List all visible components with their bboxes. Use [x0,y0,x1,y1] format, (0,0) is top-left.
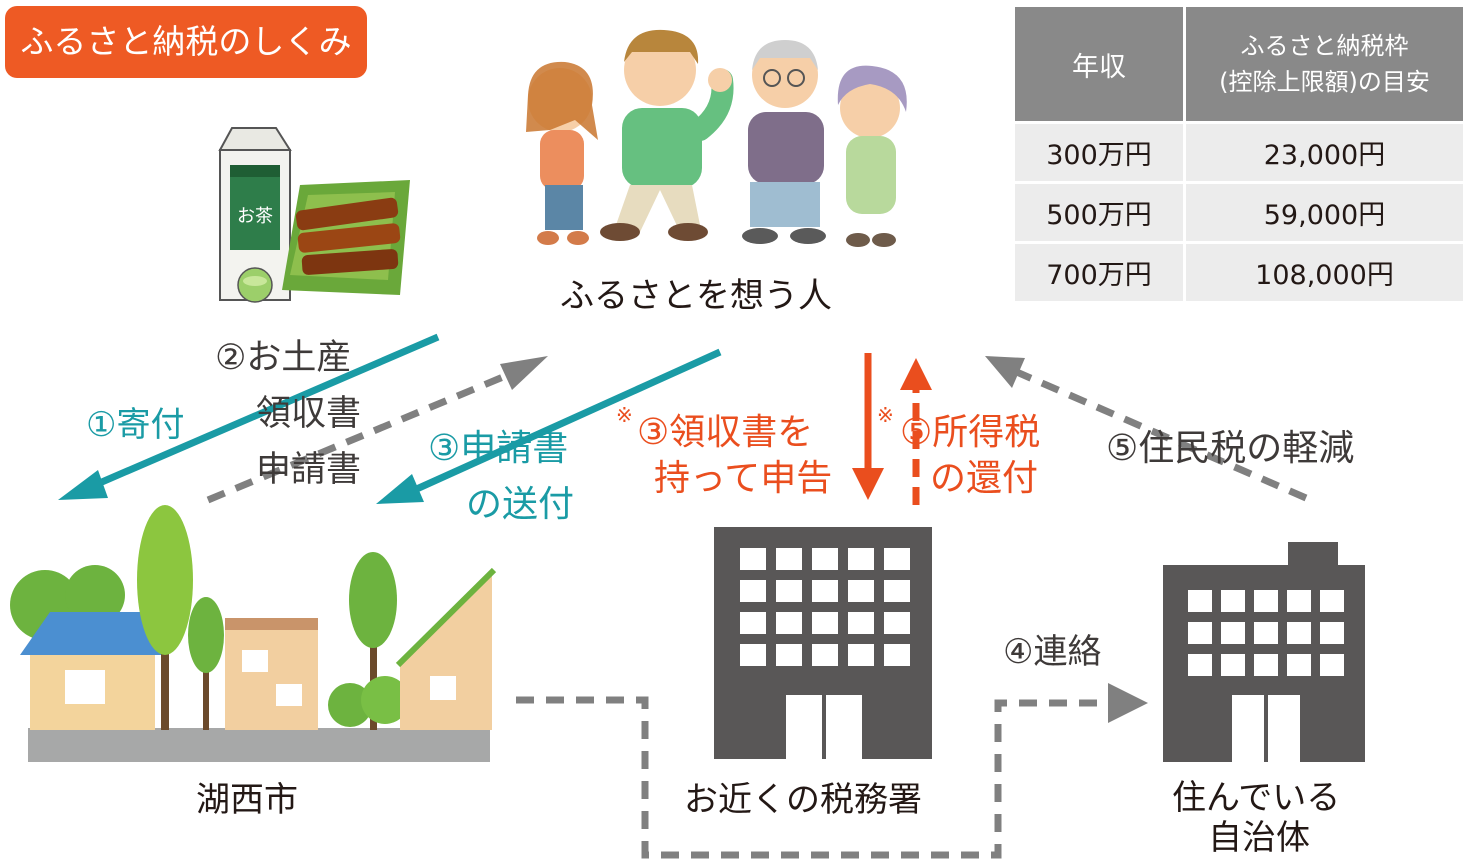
header-limit: ふるさと納税枠 (控除上限額)の目安 [1186,7,1463,121]
header-limit-line1: ふるさと納税枠 [1240,32,1409,60]
municipality-label-2: 自治体 [1208,818,1310,858]
town-icon [10,505,497,762]
grilled-eel-icon [282,180,410,295]
people-group-icon [526,29,907,247]
application-send-arrow [376,348,722,504]
limit-cell: 59,000円 [1186,184,1463,241]
tax-office-label: お近くの税務署 [684,780,922,820]
table-row: 700万円 108,000円 [1015,244,1463,301]
send-label-2: の送付 [466,484,575,525]
table-header-row: 年収 ふるさと納税枠 (控除上限額)の目安 [1015,7,1463,121]
city-to-office-connector [516,683,1148,859]
limit-cell: 108,000円 [1186,244,1463,301]
donation-label: ①寄付 [86,405,185,445]
gift-label-2: 領収書 [256,394,362,434]
donor-label: ふるさとを想う人 [560,276,832,316]
refund-label-2: の還付 [930,458,1039,499]
municipal-building-icon [1163,542,1365,762]
send-label-1: ③申請書 [428,428,569,469]
gift-label-3: 申請書 [256,450,362,490]
resident-tax-label: ⑤住民税の軽減 [1106,428,1355,469]
gift-label-1: ②お土産 [215,338,352,378]
contact-label: ④連絡 [1003,632,1102,672]
tea-pack-label: お茶 [237,206,273,227]
tax-office-building-icon [714,527,932,759]
declare-arrow [852,353,884,500]
header-income: 年収 [1015,7,1183,121]
city-label: 湖西市 [196,780,298,820]
municipality-label-1: 住んでいる [1172,778,1341,818]
resident-tax-arrow [985,356,1308,502]
refund-arrow [900,358,932,505]
declare-label-2: 持って申告 [654,458,833,499]
refund-note-mark: ※ [877,403,894,427]
declare-note-mark: ※ [616,403,633,427]
limit-cell: 23,000円 [1186,124,1463,181]
header-limit-line2: (控除上限額)の目安 [1219,68,1430,96]
tea-pack-icon: お茶 [218,127,292,303]
table-row: 500万円 59,000円 [1015,184,1463,241]
table-row: 300万円 23,000円 [1015,124,1463,181]
refund-label-1: ⑤所得税 [900,412,1041,453]
title-badge: ふるさと納税のしくみ [5,6,367,78]
donation-arrow [58,333,440,500]
income-cell: 500万円 [1015,184,1183,241]
deduction-limit-table: 年収 ふるさと納税枠 (控除上限額)の目安 300万円 23,000円 500万… [1012,4,1466,304]
declare-label-1: ③領収書を [637,412,814,453]
gift-receipt-arrow [206,356,548,504]
income-cell: 300万円 [1015,124,1183,181]
income-cell: 700万円 [1015,244,1183,301]
